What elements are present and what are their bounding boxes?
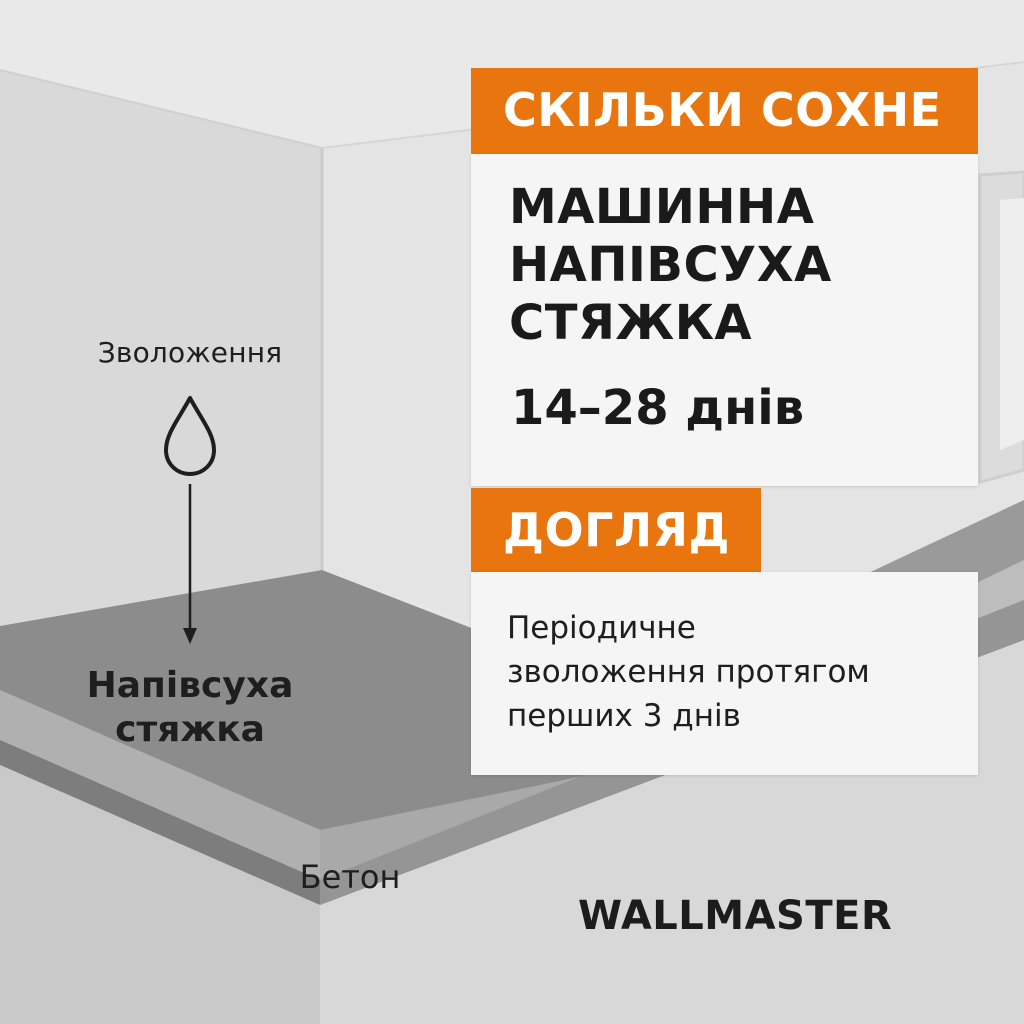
care-text-line: перших 3 днів — [507, 698, 741, 734]
care-tag: ДОГЛЯД — [471, 488, 761, 572]
concrete-front-face — [0, 765, 320, 1024]
product-name: МАШИННА НАПІВСУХА СТЯЖКА — [509, 178, 832, 352]
care-card: Періодичне зволоження протягом перших 3 … — [471, 572, 978, 775]
drying-time: 14–28 днів — [511, 380, 805, 436]
brand-logo: WALLMASTER — [578, 893, 893, 939]
ceiling-edge — [0, 69, 323, 149]
screed-label-line: стяжка — [115, 709, 265, 750]
layer-seam — [0, 740, 320, 905]
water-drop-icon — [164, 396, 216, 476]
screed-label: Напівсуха стяжка — [30, 664, 350, 752]
moisture-label: Зволоження — [97, 336, 283, 369]
drying-card: МАШИННА НАПІВСУХА СТЯЖКА 14–28 днів — [471, 154, 978, 486]
concrete-label: Бетон — [299, 858, 401, 896]
left-wall — [0, 70, 322, 628]
product-name-line: МАШИННА — [509, 179, 815, 235]
care-text: Періодичне зволоження протягом перших 3 … — [507, 606, 967, 738]
screed-label-line: Напівсуха — [86, 665, 294, 706]
care-text-line: Періодичне — [507, 610, 696, 646]
arrow-down-icon — [183, 484, 197, 644]
drying-tag: СКІЛЬКИ СОХНЕ — [471, 68, 978, 154]
product-name-line: НАПІВСУХА — [509, 237, 832, 293]
screed-front-face — [0, 690, 320, 880]
care-text-line: зволоження протягом — [507, 654, 870, 690]
window-pane — [1000, 198, 1024, 450]
product-name-line: СТЯЖКА — [509, 295, 753, 351]
